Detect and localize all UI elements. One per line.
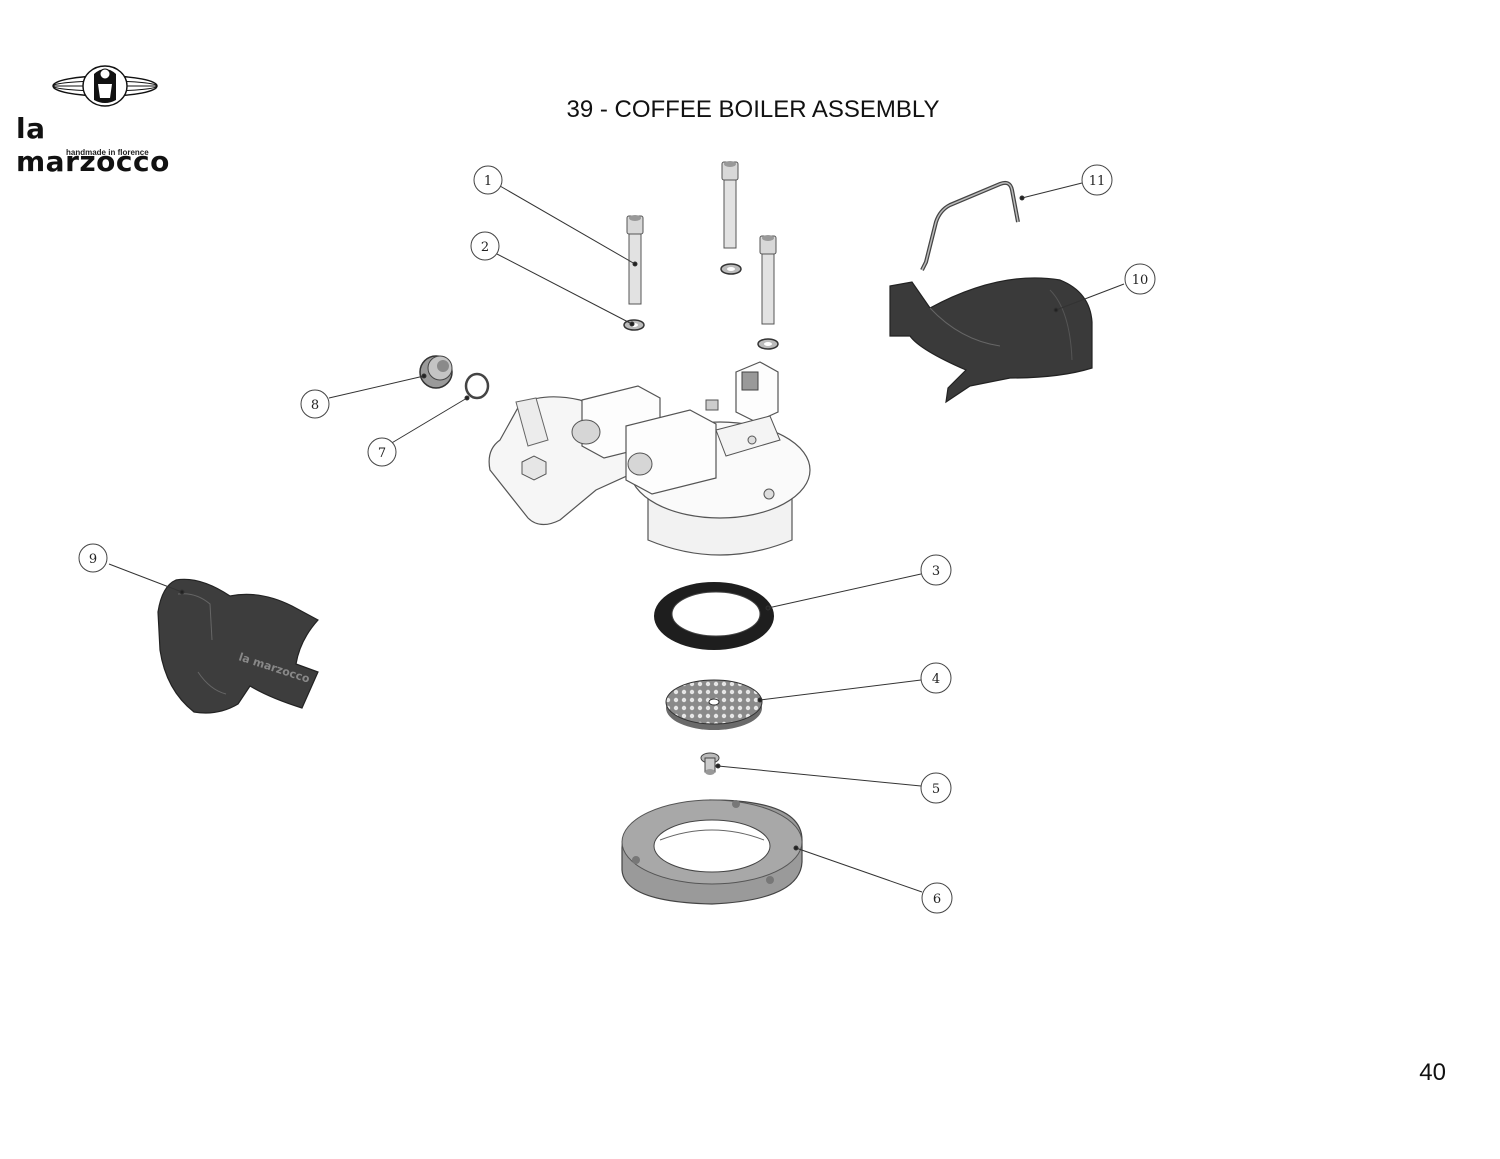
callout-3-label: 3 (932, 564, 940, 579)
part-8-plug (419, 355, 453, 389)
part-10-cover-right (889, 277, 1093, 404)
callout-6-label: 6 (933, 892, 941, 907)
part-4-shower-screen (665, 679, 763, 730)
callout-4-label: 4 (932, 672, 940, 687)
globe-lion-emblem-icon (52, 65, 158, 107)
callout-5: 5 (920, 772, 952, 804)
callout-10-label: 10 (1132, 273, 1149, 288)
page-number: 40 (1419, 1059, 1446, 1086)
callout-7-label: 7 (378, 446, 386, 461)
callout-1: 1 (473, 165, 503, 195)
part-5-screw (700, 752, 720, 775)
callout-2: 2 (470, 231, 500, 261)
brand-logo: la marzocco handmade in florence (12, 62, 202, 178)
callout-8: 8 (300, 389, 330, 419)
page-title: 39 - COFFEE BOILER ASSEMBLY (566, 96, 940, 123)
callout-11-label: 11 (1089, 174, 1106, 189)
part-9-cover-left: la marzocco (157, 578, 319, 714)
part-7-o-ring (464, 372, 490, 400)
callout-7: 7 (367, 437, 397, 467)
callout-4: 4 (920, 662, 952, 694)
callout-1-label: 1 (484, 174, 492, 189)
brand-wordmark: la marzocco (16, 112, 170, 178)
brand-tagline: handmade in florence (66, 148, 149, 157)
callout-2-label: 2 (481, 240, 489, 255)
leader-lines (108, 182, 1125, 893)
callout-3: 3 (920, 554, 952, 586)
part-2-washers (623, 263, 779, 350)
part-1-screws (626, 161, 777, 325)
callout-8-label: 8 (311, 398, 319, 413)
part-6-group-ring (621, 799, 803, 905)
part-3-gasket (654, 582, 774, 650)
callout-5-label: 5 (932, 782, 940, 797)
part-11-wire-clip (920, 180, 1020, 271)
callout-9: 9 (78, 543, 108, 573)
coffee-boiler-body (488, 361, 811, 556)
callout-11: 11 (1081, 164, 1113, 196)
callout-9-label: 9 (89, 552, 97, 567)
callout-6: 6 (921, 882, 953, 914)
callout-10: 10 (1124, 263, 1156, 295)
